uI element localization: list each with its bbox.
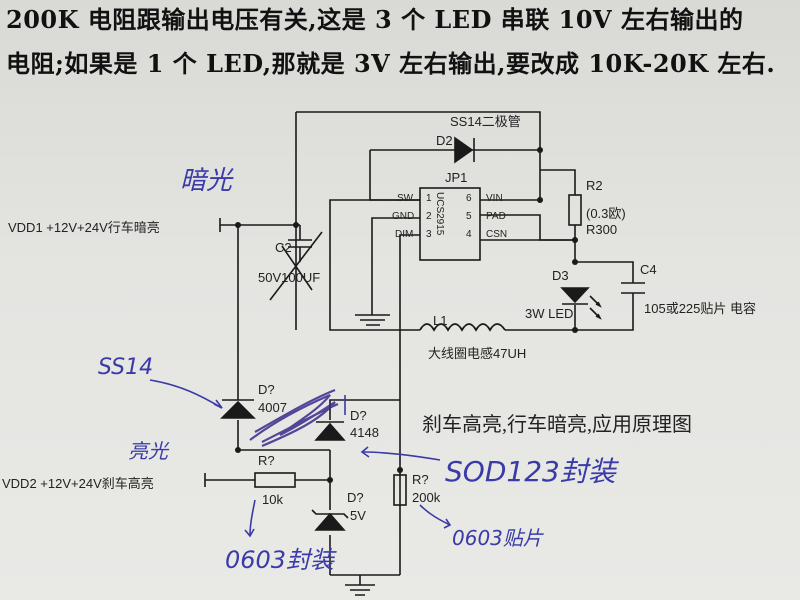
scribble-mark	[249, 388, 339, 448]
jp1-label: JP1	[445, 170, 468, 185]
diagram-caption: 刹车高亮,行车暗亮,应用原理图	[422, 414, 692, 436]
pin-vin-label: VIN	[486, 193, 503, 204]
pin-csn-label: CSN	[486, 229, 508, 240]
l1-value: 大线圈电感47UH	[428, 346, 527, 361]
vdd1-label: VDD1 +12V+24V行车暗亮	[8, 220, 160, 235]
handwritten-dark-light: 暗光	[180, 166, 233, 196]
r2-ref: R2	[586, 178, 603, 193]
diode-4148-value: 4148	[350, 425, 379, 440]
pin-dim-label: DIM	[395, 229, 414, 240]
handwritten-bright-light: 亮光	[128, 439, 168, 463]
c2-value: 50V100UF	[258, 270, 321, 285]
c2-ref: C2	[275, 240, 292, 255]
pin-gnd-label: GND	[392, 211, 415, 222]
pin-sw-label: SW	[397, 193, 414, 204]
diode-4007-value: 4007	[258, 400, 287, 415]
vdd2-label: VDD2 +12V+24V刹车高亮	[2, 476, 154, 491]
r2-code: R300	[586, 222, 618, 237]
heading-line-2: 电阻;如果是 1 个 LED,那就是 3V 左右输出,要改成 10K-20K 左…	[6, 49, 776, 78]
ic-name-label: UCS2915	[434, 192, 445, 236]
pin-3-label: 3	[426, 229, 432, 240]
d3-value: 3W LED	[525, 306, 574, 321]
handwritten-ss14: SS14	[98, 355, 154, 380]
heading-line-1: 200K 电阻跟输出电压有关,这是 3 个 LED 串联 10V 左右输出的	[6, 5, 744, 34]
r-10k-ref: R?	[258, 453, 275, 468]
pin-5-label: 5	[466, 211, 472, 222]
handwritten-0603-left: 0603封装	[225, 546, 335, 574]
pin-2-label: 2	[426, 211, 432, 222]
pin-4-label: 4	[466, 229, 472, 240]
zener-ref: D?	[347, 490, 364, 505]
c4-value: 105或225贴片 电容	[644, 301, 756, 316]
d2-ref: D2	[436, 133, 453, 148]
r-200k-ref: R?	[412, 472, 429, 487]
r2-value: (0.3欧)	[586, 206, 626, 221]
pin-1-label: 1	[426, 193, 432, 204]
pin-6-label: 6	[466, 193, 472, 204]
zener-value: 5V	[350, 508, 366, 523]
r-10k-value: 10k	[262, 492, 283, 507]
r-200k-value: 200k	[412, 490, 441, 505]
handwritten-sod123: SOD123封装	[445, 455, 616, 488]
diode-4007-ref: D?	[258, 382, 275, 397]
pin-pad-label: PAD	[486, 211, 506, 222]
diode-4148-ref: D?	[350, 408, 367, 423]
c4-ref: C4	[640, 262, 657, 277]
d3-ref: D3	[552, 268, 569, 283]
d2-note: SS14二极管	[450, 114, 521, 129]
l1-ref: L1	[433, 313, 448, 328]
handwritten-0603-right: 0603贴片	[452, 526, 543, 550]
